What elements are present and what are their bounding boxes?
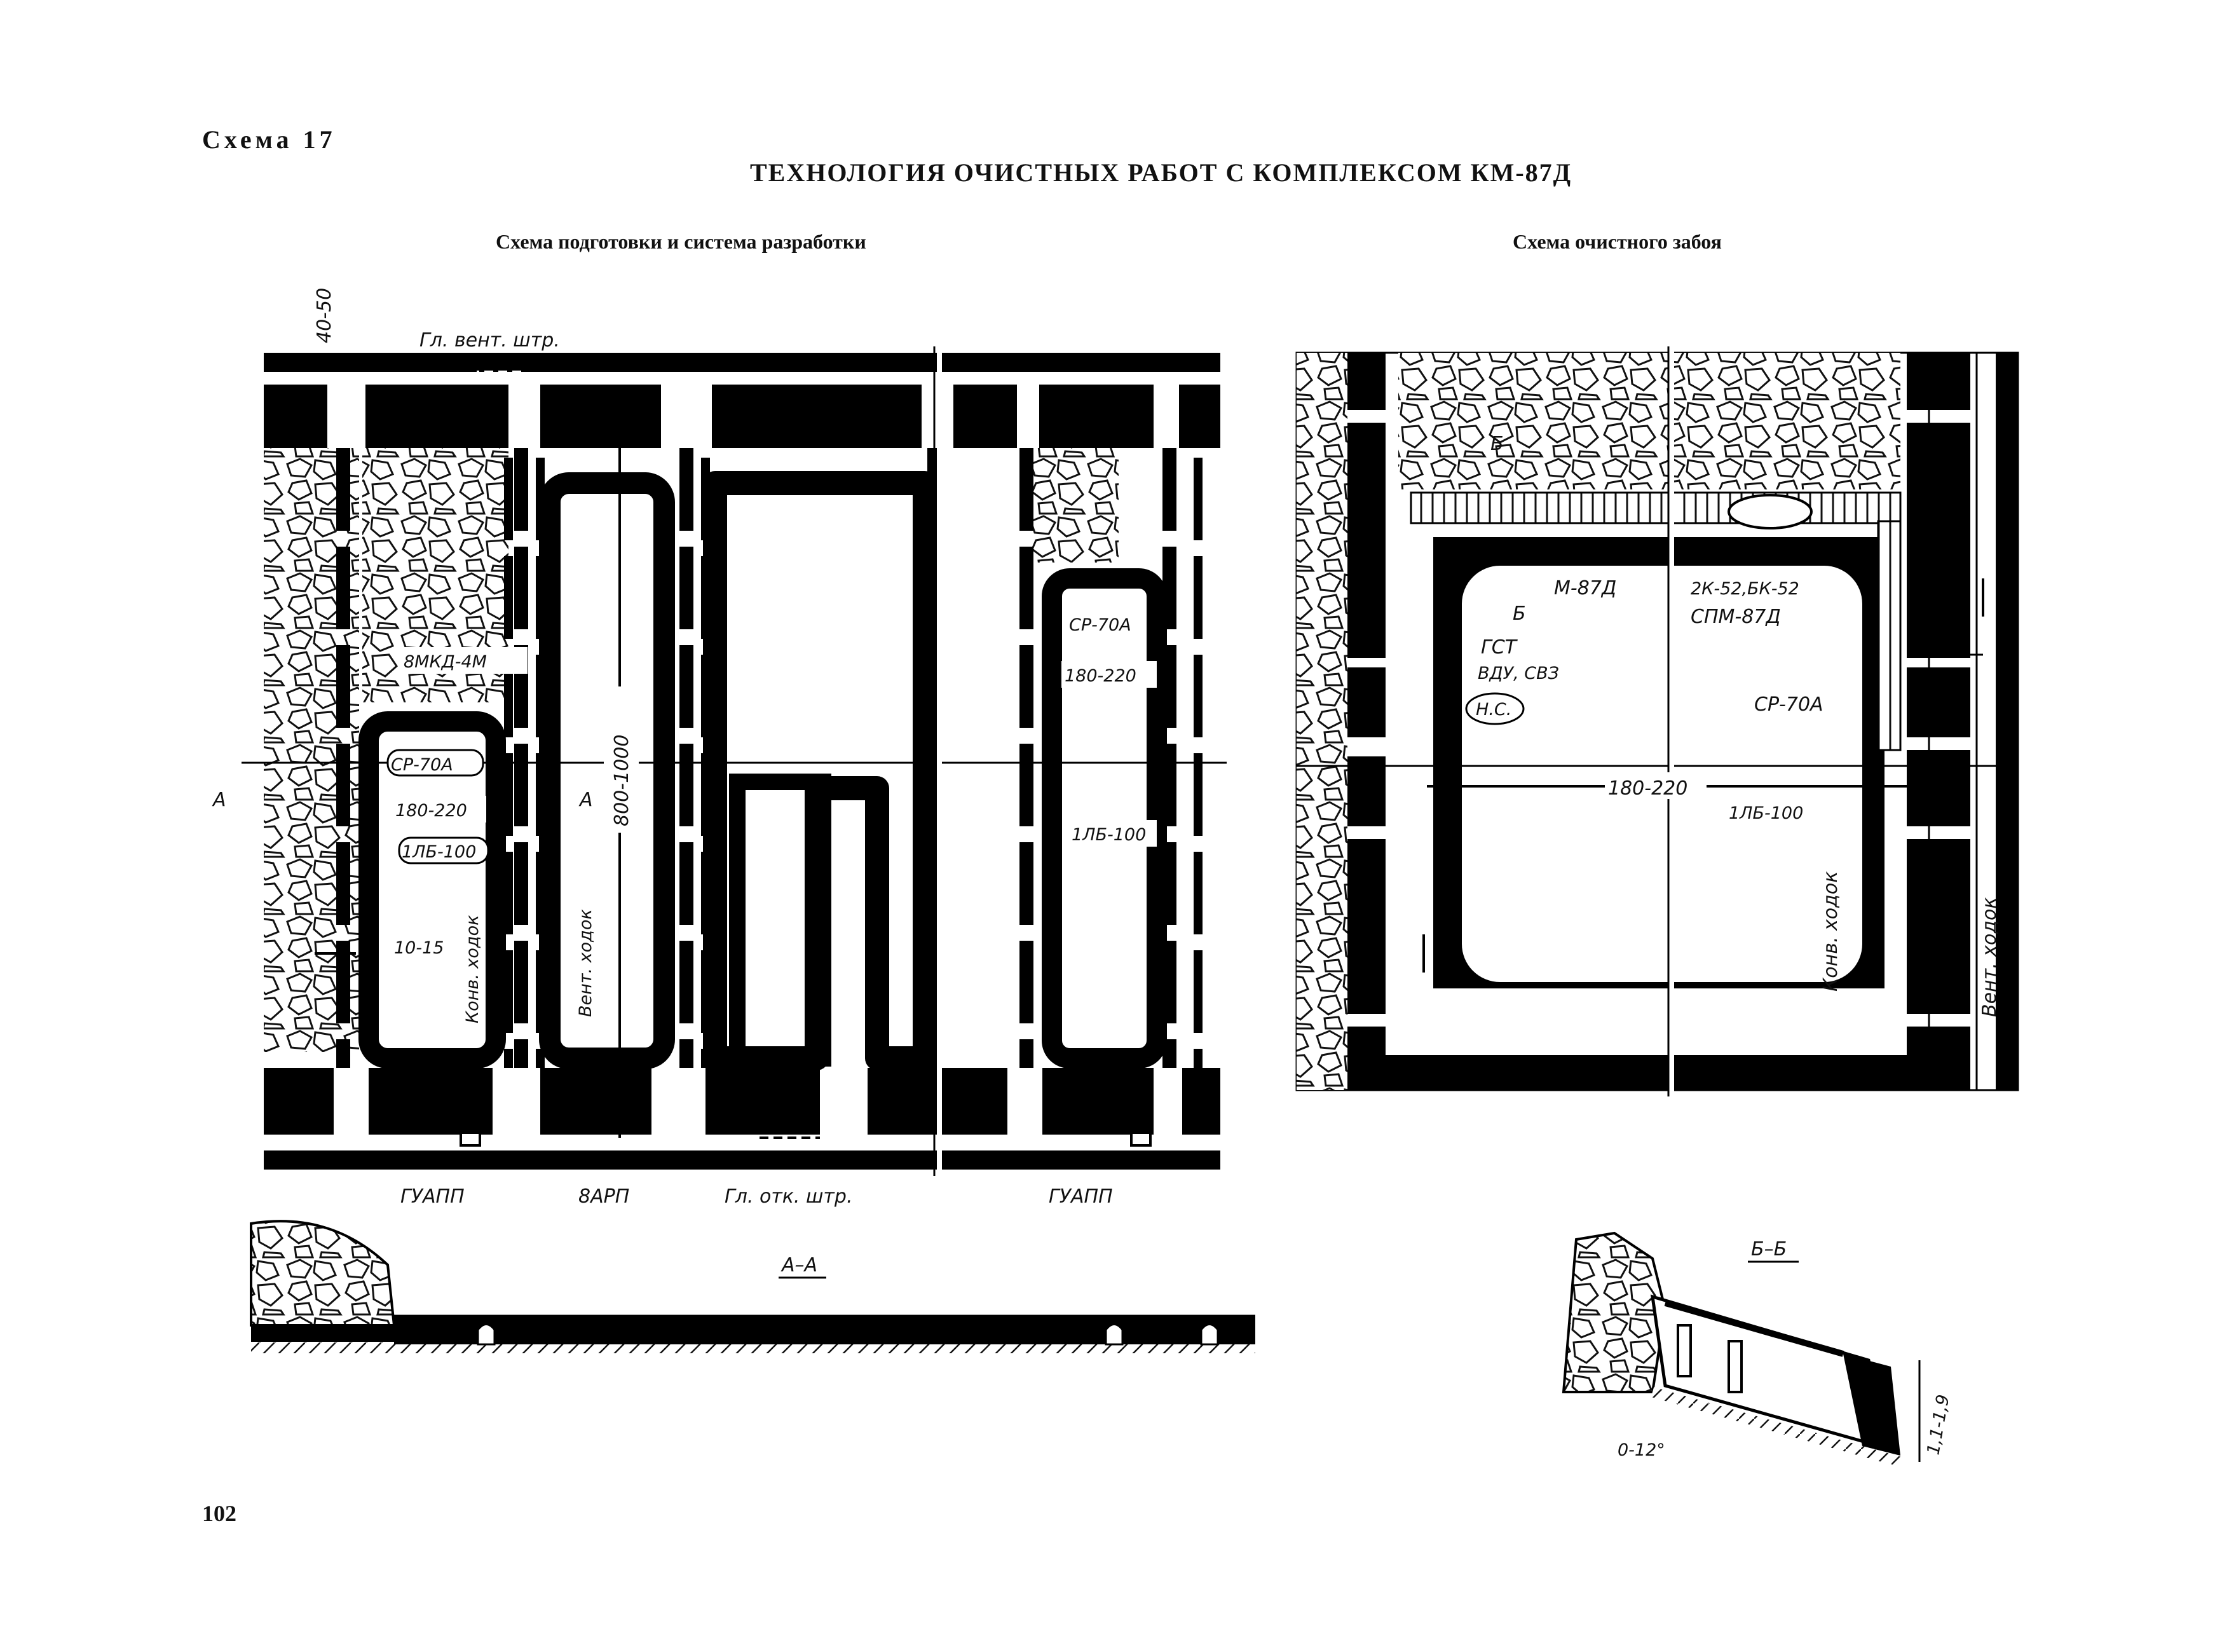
rock-left	[1297, 353, 1347, 1090]
page-title: ТЕХНОЛОГИЯ ОЧИСТНЫХ РАБОТ С КОМПЛЕКСОМ К…	[750, 158, 1572, 187]
angle-label: 0-12°	[1618, 1440, 1665, 1460]
section-aa-label: А–А	[780, 1254, 817, 1276]
complex-label: М-87Д	[1554, 577, 1616, 599]
complex-right-label: СР-70А	[1069, 615, 1131, 635]
haulage-drift-label: Гл. отк. штр.	[725, 1185, 853, 1208]
roof-support-row	[1410, 491, 1902, 524]
gst-label: ГСТ	[1481, 636, 1518, 659]
vdu-label: ВДУ, СВЗ	[1478, 664, 1559, 683]
section-mark-a-right: А	[578, 789, 593, 811]
conveyor-walk-left-label: Конв. ходок	[463, 915, 482, 1023]
vent-drift-label: Гл. вент. штр.	[419, 329, 560, 352]
conveyor-right-label: 1ЛБ-100	[1072, 825, 1146, 845]
height-label: 1,1-1,9	[1923, 1393, 1953, 1457]
conveyor-walk-label: Конв. ходок	[1820, 871, 1842, 992]
right-subtitle: Схема очистного забоя	[1513, 230, 1722, 253]
guapp-left-label: ГУАПП	[400, 1185, 465, 1208]
combine-label: 2К-52,БК-52	[1691, 579, 1799, 599]
width-label: 180-220	[1608, 777, 1687, 800]
conveyor-label: 1ЛБ-100	[1729, 803, 1803, 823]
extraction-panel-2	[539, 472, 675, 1069]
extraction-panel-1	[358, 711, 506, 1068]
pillar-label: 10-15	[394, 938, 444, 958]
length-label: 800-1000	[611, 735, 633, 826]
goaf-area	[1026, 448, 1119, 563]
ns-label: Н.С.	[1476, 700, 1511, 720]
vent-walk-label: Вент. ходок	[576, 909, 596, 1017]
dim-top-label: 40-50	[313, 288, 336, 343]
vent-walk-right-label: Вент. ходок	[1979, 897, 2001, 1017]
width-left-label: 180-220	[395, 801, 467, 821]
width-right-label: 180-220	[1065, 666, 1136, 686]
goaf-top	[1398, 353, 1900, 489]
combine-icon	[1728, 494, 1813, 529]
section-aa: А–А	[250, 1220, 1255, 1353]
scheme-number: Схема 17	[202, 125, 336, 154]
main-haulage-drift	[264, 1150, 1220, 1170]
conveyor-left-label: 1ЛБ-100	[402, 842, 476, 862]
machine-label: 8МКД-4М	[404, 652, 487, 672]
section-bb-label: Б–Б	[1751, 1238, 1787, 1260]
section-mark-a-left: А	[212, 789, 226, 811]
section-bb: Б–Б 0-12° 1,1-1,9	[1562, 1231, 1953, 1467]
pump-label: 8АРП	[578, 1185, 629, 1208]
right-diagram: Б М-87Д Б ГСТ ВДУ, СВЗ Н.С. 2К-52,БК-52 …	[1295, 346, 2019, 1096]
spm-label: СПМ-87Д	[1691, 606, 1781, 628]
guapp-right-label: ГУАПП	[1049, 1185, 1113, 1208]
main-vent-drift	[264, 353, 1220, 372]
left-diagram: 40-50 Гл. вент. штр. 8МКД-4М СР-70А 180-…	[212, 288, 1227, 1208]
sr70a-label: СР-70А	[1754, 693, 1823, 716]
left-subtitle: Схема подготовки и система разработки	[496, 230, 866, 253]
extraction-panel-4	[1042, 568, 1167, 1068]
complex-left-label: СР-70А	[391, 755, 453, 775]
page-number: 102	[202, 1501, 236, 1526]
section-b-mid: Б	[1513, 603, 1526, 625]
section-b-top: Б	[1490, 433, 1504, 455]
